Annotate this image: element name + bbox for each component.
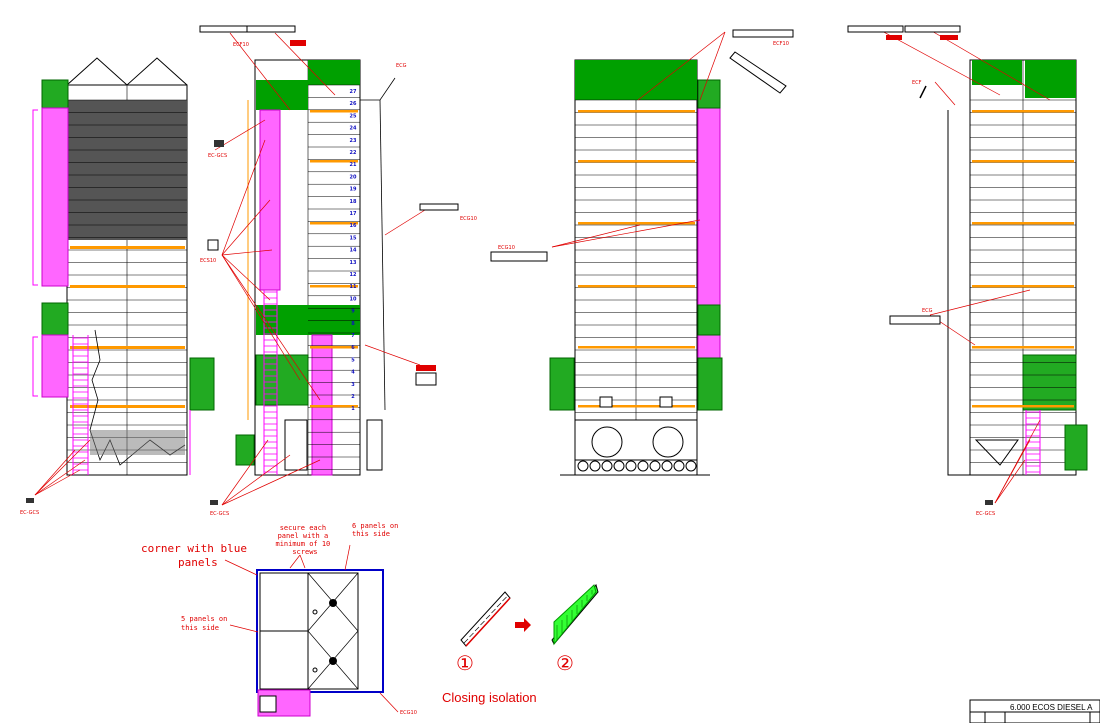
part-code-ecgcs-4: EC-GCS xyxy=(976,511,995,517)
level-number: 12 xyxy=(350,272,357,278)
elevation-3: ECF10 ECG10 xyxy=(490,29,794,476)
closing-isolation-label: Closing isolation xyxy=(442,690,537,705)
step-2-label: ② xyxy=(556,651,574,675)
level-number: 6 xyxy=(351,345,355,351)
level-number: 1 xyxy=(351,406,355,412)
green-panel-2-top xyxy=(256,80,308,110)
louver-section xyxy=(67,100,187,240)
magenta-panel-left xyxy=(41,107,69,287)
part-code-ecg10-b: ECG10 xyxy=(498,245,515,251)
level-number: 21 xyxy=(350,162,357,168)
green-roof-panel-4a xyxy=(972,60,1022,85)
level-number: 15 xyxy=(350,235,357,241)
annotation-six-panels: 6 panels on this side xyxy=(352,522,403,538)
ladder-1 xyxy=(72,335,89,475)
level-number: 5 xyxy=(351,357,355,363)
level-number: 7 xyxy=(351,333,355,339)
level-number: 23 xyxy=(350,138,357,144)
green-roof-panel-2 xyxy=(308,60,360,85)
level-number: 4 xyxy=(351,370,355,376)
level-number: 2 xyxy=(351,394,355,400)
elevation-4: ECF ECG EC-GCS xyxy=(847,25,1088,517)
level-number: 26 xyxy=(350,101,357,107)
level-number: 22 xyxy=(350,150,357,156)
green-panel-mid-left xyxy=(41,302,69,336)
level-number: 14 xyxy=(350,248,357,254)
title-block: 6.000 ECOS DIESEL A xyxy=(969,699,1100,723)
annotation-five-panels: 5 panels on this side xyxy=(181,615,232,632)
green-roof-panel-4b xyxy=(1025,60,1076,98)
green-panel-3-right-low xyxy=(697,357,723,411)
level-number: 16 xyxy=(350,223,357,229)
level-number: 24 xyxy=(350,126,357,132)
green-panel-3-mid xyxy=(697,304,721,336)
elevation-2: 2726252423222120191817161514131211109876… xyxy=(199,25,477,517)
level-number: 3 xyxy=(351,382,355,388)
magenta-panel-low-left xyxy=(41,334,69,398)
level-number: 8 xyxy=(351,321,355,327)
annotation-secure-each: secure each panel with a minimum of 10 s… xyxy=(275,524,334,556)
level-number: 11 xyxy=(350,284,357,290)
green-bottom-panel-4 xyxy=(1022,354,1077,411)
green-panel-3-left-low xyxy=(549,357,575,411)
annotation-corner-blue: corner with blue panels xyxy=(141,542,254,569)
level-number: 10 xyxy=(350,296,357,302)
part-code-ecg-top: ECG xyxy=(396,63,407,69)
title-block-title: 6.000 ECOS DIESEL A xyxy=(1010,703,1093,712)
part-code-ecf10-a: ECF10 xyxy=(233,42,249,48)
green-panel-top-left xyxy=(41,79,69,109)
arrow-icon xyxy=(515,618,531,632)
level-number: 9 xyxy=(351,309,355,315)
part-code-ecg-right: ECG xyxy=(922,308,933,314)
level-number: 17 xyxy=(350,211,357,217)
closing-isolation-detail: ① ② Closing isolation xyxy=(442,583,599,705)
level-number: 13 xyxy=(350,260,357,266)
green-band-2 xyxy=(256,305,360,335)
green-panel-3-top xyxy=(697,79,721,109)
part-code-ecf: ECF xyxy=(912,80,922,86)
part-code-ecs10: ECS10 xyxy=(200,258,216,264)
part-code-ecg10-plan: ECG10 xyxy=(400,710,417,716)
level-number: 27 xyxy=(350,89,357,95)
level-number: 20 xyxy=(350,174,357,180)
level-number: 25 xyxy=(350,113,357,119)
green-roof-panel-3 xyxy=(575,60,697,100)
step-1-label: ① xyxy=(456,651,474,675)
green-bottom-panel-2 xyxy=(255,354,309,406)
elevation-1: EC-GCS xyxy=(20,57,215,516)
part-code-ecgcs-3: EC-GCS xyxy=(210,511,229,517)
part-code-ecgcs-1: EC-GCS xyxy=(20,510,39,516)
part-code-ecg10-a: ECG10 xyxy=(460,216,477,222)
level-number: 19 xyxy=(350,187,357,193)
part-code-ecf10-b: ECF10 xyxy=(773,41,789,47)
plan-view: corner with blue panels secure each pane… xyxy=(141,522,417,717)
part-code-ecgcs-2: EC-GCS xyxy=(208,153,227,159)
green-panel-right xyxy=(189,357,215,411)
level-number: 18 xyxy=(350,199,357,205)
